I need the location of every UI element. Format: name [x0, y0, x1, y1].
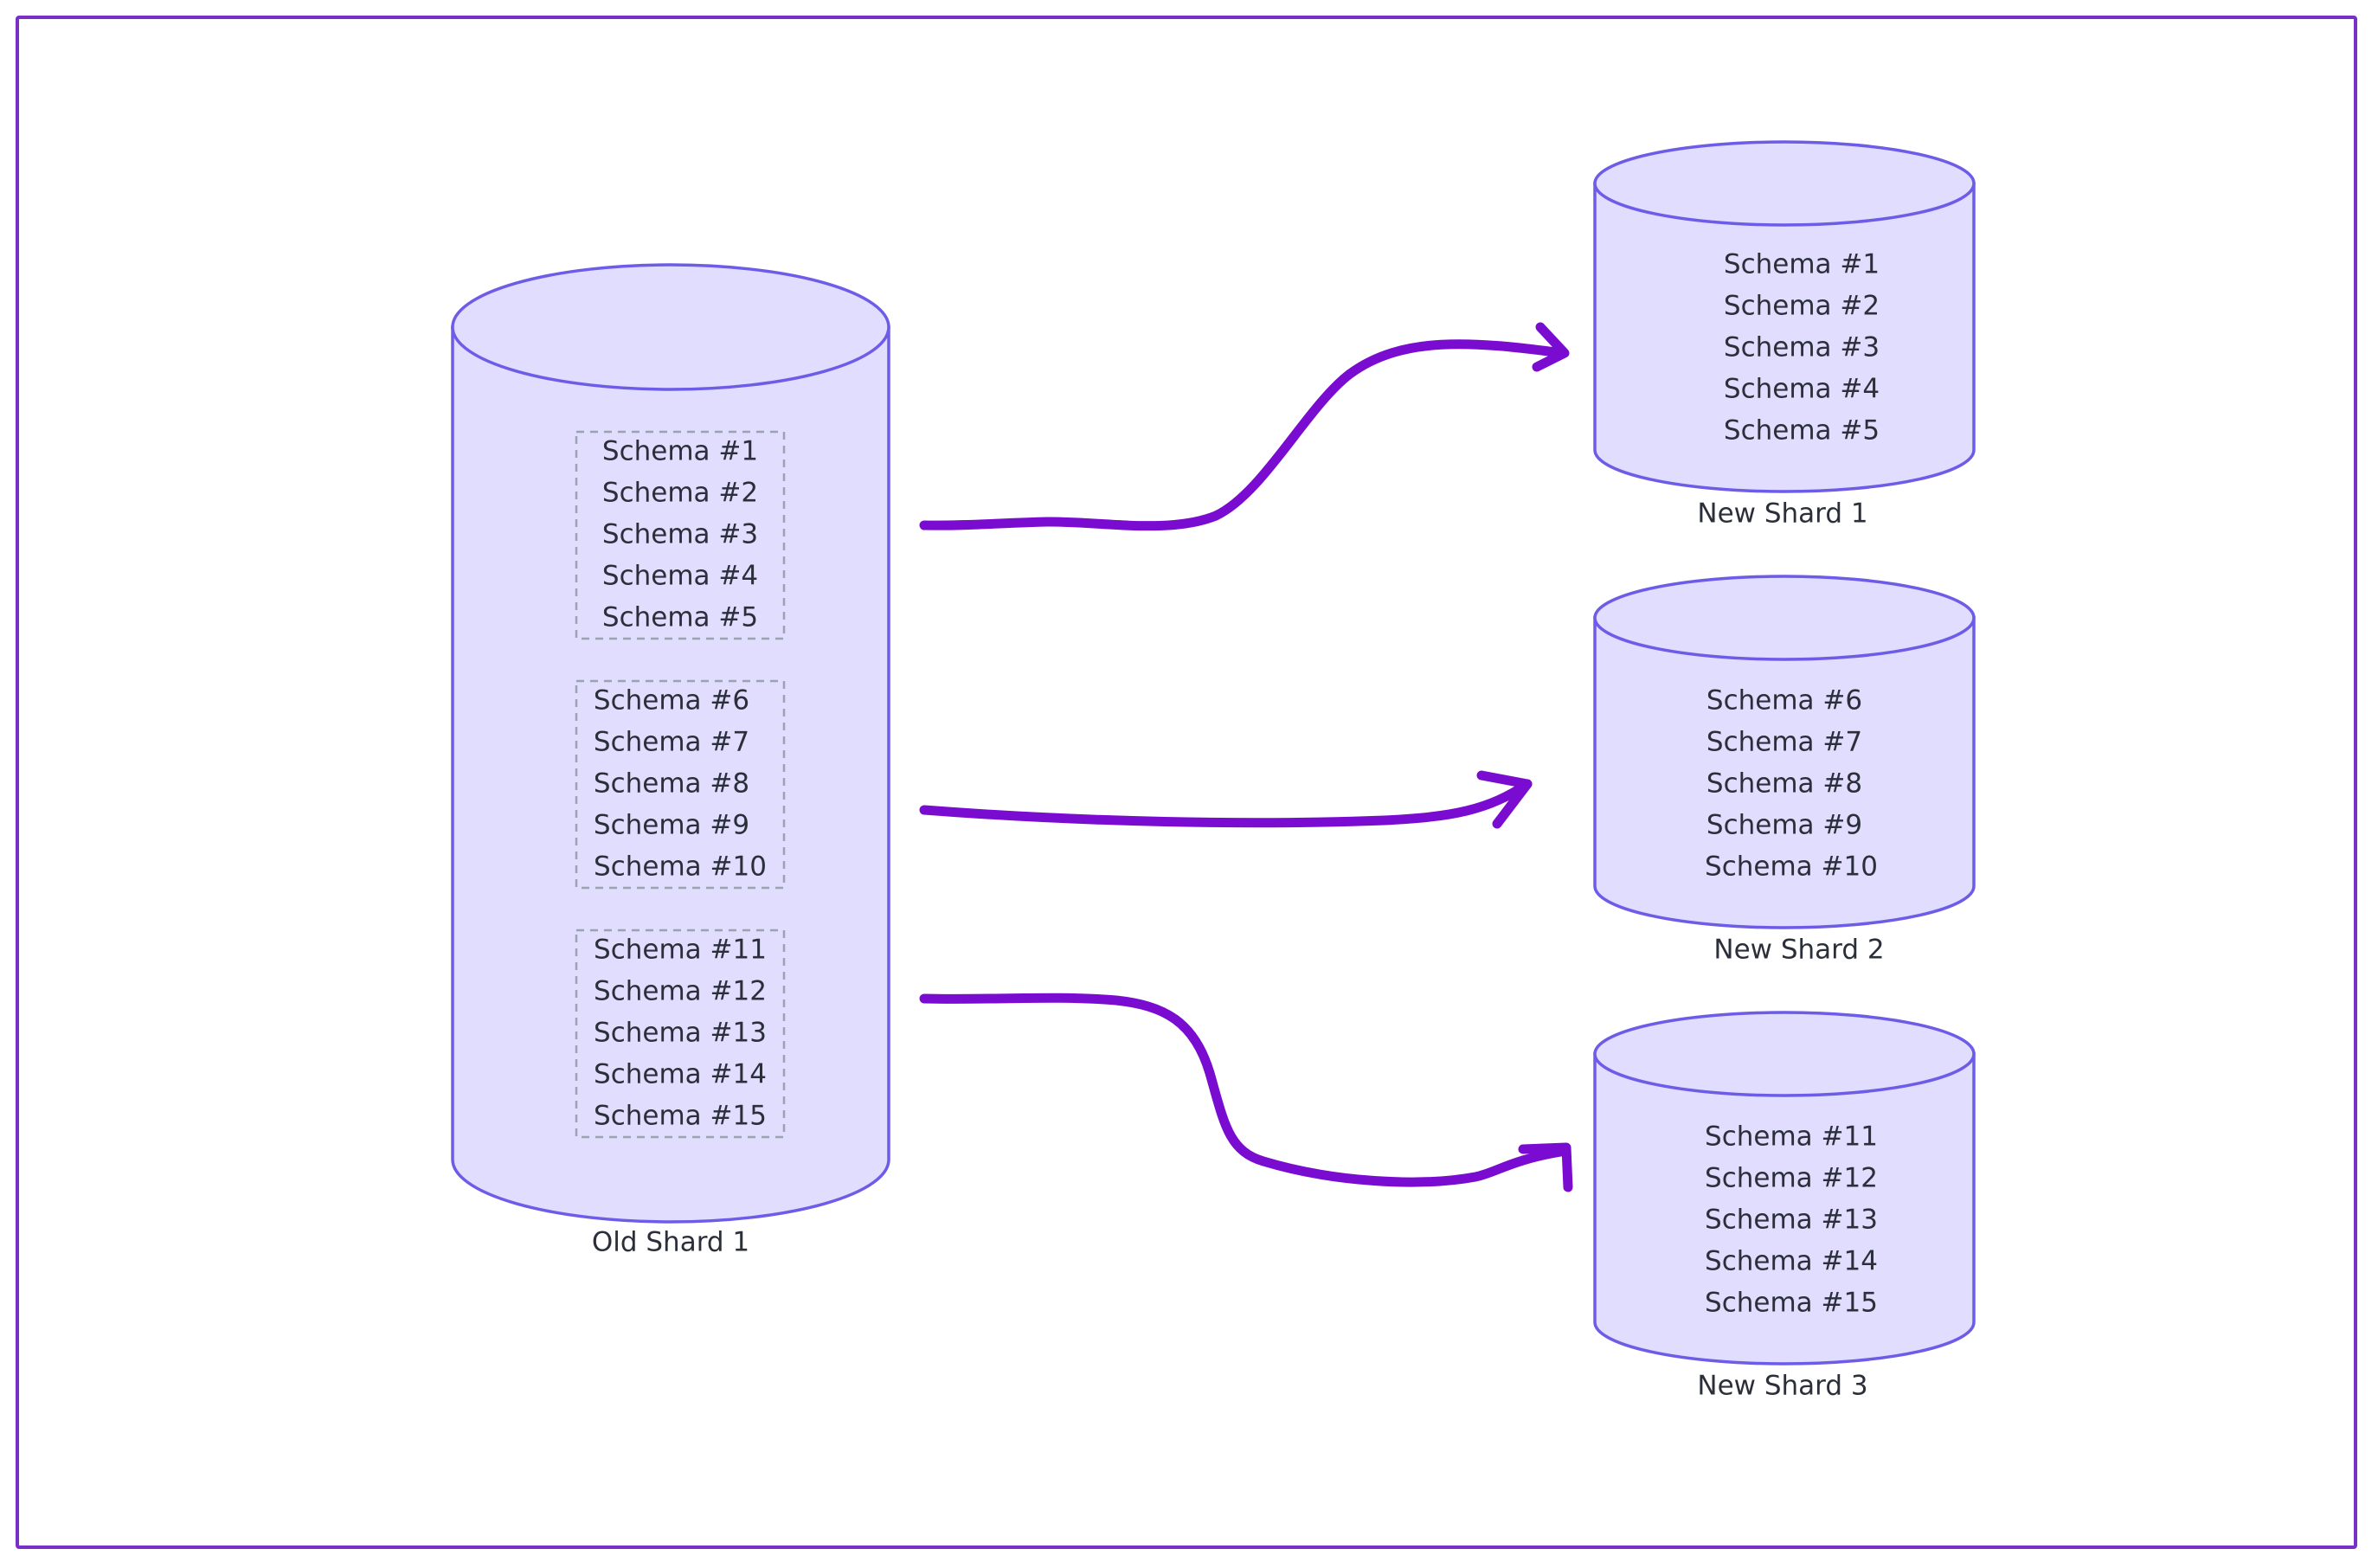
schema-label: Schema #9	[594, 810, 749, 841]
new-shard-2-label: New Shard 2	[1713, 935, 1884, 966]
schema-label: Schema #9	[1706, 810, 1862, 841]
diagram-frame	[16, 16, 2357, 1549]
schema-label: Schema #1	[602, 436, 758, 467]
old-shard-group-1-labels: Schema #1 Schema #2 Schema #3 Schema #4 …	[602, 436, 758, 633]
arrow-to-new-shard-3	[919, 993, 1573, 1192]
old-shard-body	[451, 325, 890, 1224]
schema-label: Schema #3	[1724, 332, 1880, 363]
schema-group-2	[575, 679, 786, 890]
schema-label: Schema #6	[594, 685, 749, 717]
old-shard-cylinder	[451, 263, 890, 1224]
schema-label: Schema #14	[1705, 1246, 1878, 1277]
new-shard-2-cylinder	[1593, 575, 1976, 929]
arrow-head	[1518, 1142, 1573, 1192]
old-shard-label: Old Shard 1	[592, 1227, 749, 1258]
schema-label: Schema #14	[594, 1059, 767, 1090]
old-shard-top	[451, 263, 890, 391]
schema-label: Schema #2	[1724, 291, 1880, 322]
new-shard-3-body	[1593, 1052, 1976, 1366]
new-shard-2-body	[1593, 616, 1976, 929]
arrow-head	[1532, 322, 1570, 372]
schema-label: Schema #7	[1706, 727, 1862, 758]
schema-label: Schema #4	[1724, 374, 1880, 405]
schema-label: Schema #15	[594, 1101, 767, 1132]
schema-label: Schema #10	[594, 851, 767, 883]
schema-label: Schema #8	[1706, 768, 1862, 800]
new-shard-2-top	[1593, 575, 1976, 661]
schema-label: Schema #8	[594, 768, 749, 800]
new-shard-1-body	[1593, 182, 1976, 493]
schema-label: Schema #5	[602, 602, 758, 633]
old-shard-group-3-labels: Schema #11 Schema #12 Schema #13 Schema …	[594, 935, 767, 1132]
schema-label: Schema #6	[1706, 685, 1862, 717]
arrow-line	[919, 779, 1533, 828]
schema-label: Schema #1	[1724, 249, 1880, 280]
new-shard-3-cylinder	[1593, 1011, 1976, 1366]
new-shard-3-label: New Shard 3	[1697, 1371, 1867, 1402]
arrow-to-new-shard-1	[919, 322, 1570, 531]
schema-label: Schema #13	[594, 1018, 767, 1049]
new-shard-3-top	[1593, 1011, 1976, 1097]
schema-group-3	[575, 929, 786, 1139]
schema-label: Schema #10	[1705, 851, 1878, 883]
schema-label: Schema #13	[1705, 1205, 1878, 1236]
schema-label: Schema #7	[594, 727, 749, 758]
schema-label: Schema #2	[602, 478, 758, 509]
arrow-to-new-shard-2	[919, 770, 1533, 829]
new-shard-1-cylinder	[1593, 140, 1976, 493]
schema-label: Schema #12	[1705, 1163, 1878, 1194]
arrow-head	[1476, 770, 1533, 829]
arrow-line	[919, 339, 1567, 531]
new-shard-1-label: New Shard 1	[1697, 498, 1867, 530]
schema-group-1	[575, 430, 786, 640]
schema-label: Schema #4	[602, 561, 758, 592]
schema-label: Schema #5	[1724, 415, 1880, 447]
schema-label: Schema #11	[1705, 1121, 1878, 1153]
old-shard-group-2-labels: Schema #6 Schema #7 Schema #8 Schema #9 …	[594, 685, 767, 883]
arrow-line	[919, 993, 1571, 1187]
schema-label: Schema #12	[594, 976, 767, 1007]
schema-label: Schema #15	[1705, 1288, 1878, 1319]
new-shard-1-top	[1593, 140, 1976, 227]
schema-label: Schema #11	[594, 935, 767, 966]
schema-label: Schema #3	[602, 519, 758, 550]
